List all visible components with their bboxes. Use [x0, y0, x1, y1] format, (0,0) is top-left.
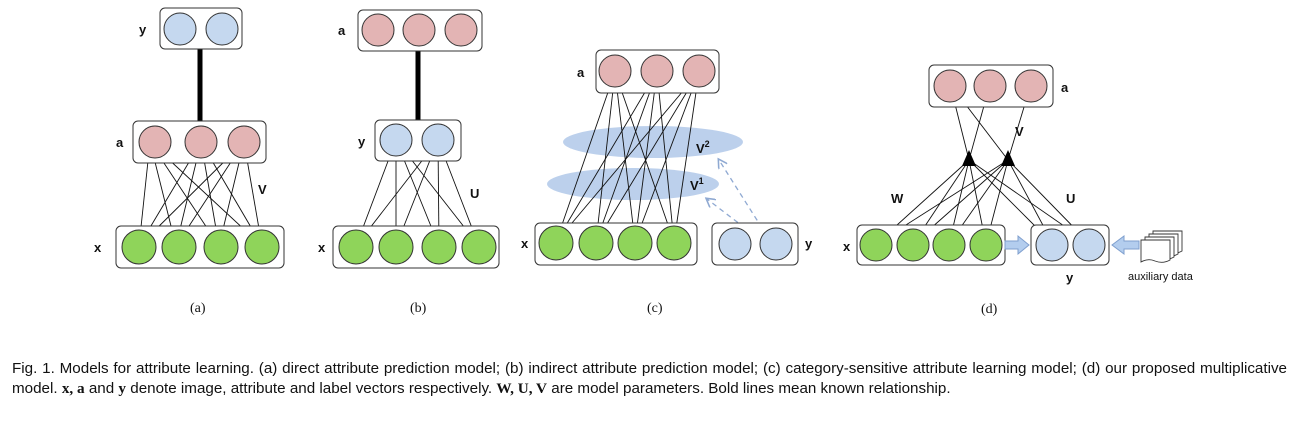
panel-a-x-node	[121, 229, 157, 265]
panel-c-v2-label: V2	[696, 139, 710, 156]
panel-a: y a V x (a)	[94, 7, 285, 316]
panel-a-a-label: a	[116, 135, 124, 150]
panel-d-y-node	[1072, 228, 1106, 262]
panel-c-caption: (c)	[647, 301, 663, 316]
panel-d-x-label: x	[843, 239, 851, 254]
caption-math-wuv: W, U, V	[496, 380, 548, 397]
panel-d-x-node	[969, 228, 1003, 262]
panel-a-y-node	[163, 12, 197, 46]
panel-d-a-label: a	[1061, 80, 1069, 95]
panel-b-y-node	[421, 123, 455, 157]
panel-d-aux-to-y-arrow	[1111, 235, 1140, 255]
caption-text-1: Fig. 1. Models for attribute learning. (…	[12, 360, 1287, 397]
panel-c: a V2 V1 x y (c)	[521, 49, 813, 316]
panel-d-caption: (d)	[981, 302, 998, 317]
caption-math-y: y	[118, 380, 127, 397]
panel-a-a-node	[138, 125, 172, 159]
caption-math-xa: x, a	[61, 380, 85, 397]
panel-b-x-node	[338, 229, 374, 265]
panel-c-x-node	[578, 225, 614, 261]
panel-b-y-label: y	[358, 134, 366, 149]
panel-b-x-box	[332, 225, 500, 269]
panel-b: a y U x (b)	[318, 9, 500, 316]
panel-d-a-node	[973, 69, 1007, 103]
panel-b-caption: (b)	[410, 301, 427, 316]
panel-c-v2-letter: V	[696, 141, 705, 156]
panel-d-w-label: W	[891, 191, 904, 206]
panel-d-a-node	[1014, 69, 1048, 103]
panel-b-x-node	[421, 229, 457, 265]
caption-text-4: are model parameters. Bold lines mean kn…	[551, 380, 951, 397]
panel-a-caption: (a)	[190, 301, 206, 316]
panel-d-y-label: y	[1066, 270, 1074, 285]
panel-d-v-label: V	[1015, 124, 1024, 139]
panel-b-a-label: a	[338, 23, 346, 38]
panel-c-v2-sup: 2	[705, 139, 710, 149]
panel-b-a-node	[444, 13, 478, 47]
panel-d: a V W U x y auxiliary data (d)	[843, 64, 1194, 317]
panel-a-x-label: x	[94, 240, 102, 255]
panel-d-a-node	[933, 69, 967, 103]
panel-b-a-node	[361, 13, 395, 47]
panel-c-a-node	[598, 54, 632, 88]
panel-c-dashed-arrow-v1	[707, 199, 746, 229]
documents-icon	[1140, 230, 1183, 263]
panel-c-a-node	[682, 54, 716, 88]
panel-a-x-node	[203, 229, 239, 265]
panel-a-weight-label: V	[258, 182, 267, 197]
panel-c-dashed-arrow-v2	[719, 160, 763, 229]
panel-d-u-label: U	[1066, 191, 1075, 206]
panel-a-a-node	[184, 125, 218, 159]
panel-c-y-node	[718, 227, 752, 261]
panel-c-v1-ellipse	[547, 168, 719, 200]
panel-c-a-node	[640, 54, 674, 88]
panel-c-v1-sup: 1	[699, 176, 704, 186]
panel-c-x-node	[617, 225, 653, 261]
panel-d-x-to-y-arrow	[1004, 234, 1030, 256]
panel-b-x-node	[461, 229, 497, 265]
panel-d-y-node	[1035, 228, 1069, 262]
panel-d-x-node	[896, 228, 930, 262]
panel-c-v2-ellipse	[563, 126, 743, 158]
panel-a-a-node	[227, 125, 261, 159]
panel-c-a-label: a	[577, 65, 585, 80]
caption-text-2: and	[88, 380, 115, 397]
panel-d-x-node	[932, 228, 966, 262]
panel-a-x-node	[161, 229, 197, 265]
panel-b-x-node	[378, 229, 414, 265]
panel-d-aux-label: auxiliary data	[1128, 271, 1194, 283]
panel-c-x-box	[534, 222, 698, 266]
panel-c-x-label: x	[521, 236, 529, 251]
panel-c-y-node	[759, 227, 793, 261]
panel-b-x-label: x	[318, 240, 326, 255]
panel-c-y-label: y	[805, 236, 813, 251]
panel-a-x-box	[115, 225, 285, 269]
panel-b-a-node	[402, 13, 436, 47]
panel-c-x-node	[656, 225, 692, 261]
caption-text-3: denote image, attribute and label vector…	[130, 380, 493, 397]
panel-b-weight-label: U	[470, 186, 479, 201]
panel-a-x-node	[244, 229, 280, 265]
panel-a-y-node	[205, 12, 239, 46]
panel-d-multiplicative-node	[962, 150, 976, 166]
panel-c-x-node	[538, 225, 574, 261]
panel-d-multiplicative-node	[1001, 150, 1015, 166]
panel-c-v1-letter: V	[690, 178, 699, 193]
panel-b-y-node	[379, 123, 413, 157]
figure-caption: Fig. 1. Models for attribute learning. (…	[12, 359, 1287, 399]
panel-a-y-label: y	[139, 22, 147, 37]
panel-d-x-node	[859, 228, 893, 262]
panel-c-v1-label: V1	[690, 176, 704, 193]
